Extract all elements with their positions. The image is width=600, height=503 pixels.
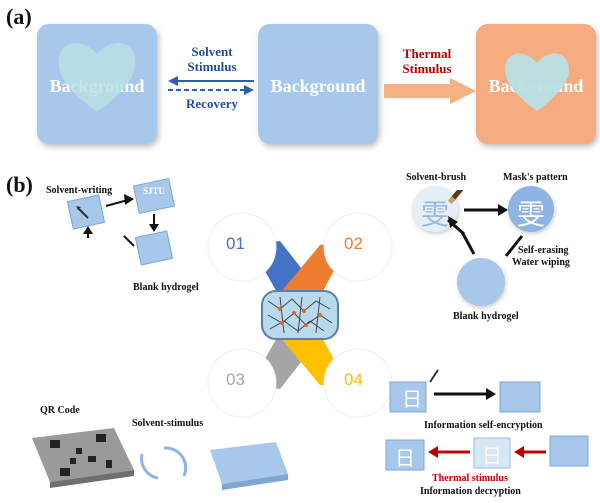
- panel-b-label: (b): [6, 172, 33, 197]
- mask-glyph: 雯: [516, 200, 545, 231]
- panel-a-label: (a): [6, 4, 32, 29]
- thermal-label-line1: Thermal: [402, 46, 452, 61]
- thermal-stimulus-label: Thermal Stimulus: [390, 46, 464, 76]
- decryption-label: Information decryption: [420, 486, 521, 497]
- background-square-2-text: Background: [270, 76, 366, 96]
- solvent-label-line1: Solvent: [191, 44, 233, 59]
- writing-cycle-diagram: [66, 177, 176, 266]
- solvent-writing-label: Solvent-writing: [46, 185, 113, 196]
- center-number-04: 04: [344, 370, 363, 389]
- encryption-glyph-3: 日: [482, 446, 502, 468]
- encryption-glyph-1: 日: [402, 389, 422, 411]
- recovery-label: Recovery: [186, 96, 238, 111]
- background-square-1: Background: [37, 24, 157, 144]
- blank-hydrogel-label-left: Blank hydrogel: [133, 282, 199, 293]
- thermal-label-line2: Stimulus: [402, 61, 452, 76]
- background-square-3: Background: [476, 24, 596, 144]
- thermal-stimulus-label-b: Thermal stimulus: [432, 473, 508, 484]
- mask-pattern-circle: 雯: [508, 186, 554, 232]
- qr-code-label: QR Code: [40, 405, 80, 416]
- thermal-arrow: [384, 78, 476, 104]
- solvent-stimulus-label-qr: Solvent-stimulus: [132, 418, 204, 429]
- blank-hydrogel-circle: [457, 258, 505, 306]
- center-hydrogel-diagram: [207, 212, 393, 418]
- heart-icon: [58, 42, 136, 112]
- background-square-2: Background: [258, 24, 378, 144]
- brush-glyph: 雯: [420, 200, 449, 231]
- center-number-02: 02: [344, 234, 363, 253]
- sjtu-label: SJTU: [143, 186, 166, 196]
- water-wiping-label: Water wiping: [512, 257, 570, 268]
- heart-icon: [505, 53, 569, 111]
- center-number-01: 01: [226, 234, 245, 253]
- self-encryption-label: Information self-encryption: [424, 420, 543, 431]
- encryption-glyph-2: 日: [395, 448, 415, 470]
- qr-code-diagram: [32, 428, 288, 490]
- solvent-label-line2: Stimulus: [187, 59, 237, 74]
- brush-cycle-arrows: [447, 190, 524, 257]
- mask-pattern-label: Mask's pattern: [503, 172, 568, 183]
- encryption-diagram: [385, 369, 589, 471]
- solvent-brush-label: Solvent-brush: [406, 172, 467, 183]
- center-number-03: 03: [226, 370, 245, 389]
- solvent-recovery-arrows: [168, 76, 254, 95]
- self-erasing-label: Self-erasing: [518, 245, 569, 256]
- solvent-stimulus-label: Solvent Stimulus: [174, 44, 250, 74]
- blank-hydrogel-label-right: Blank hydrogel: [453, 311, 519, 322]
